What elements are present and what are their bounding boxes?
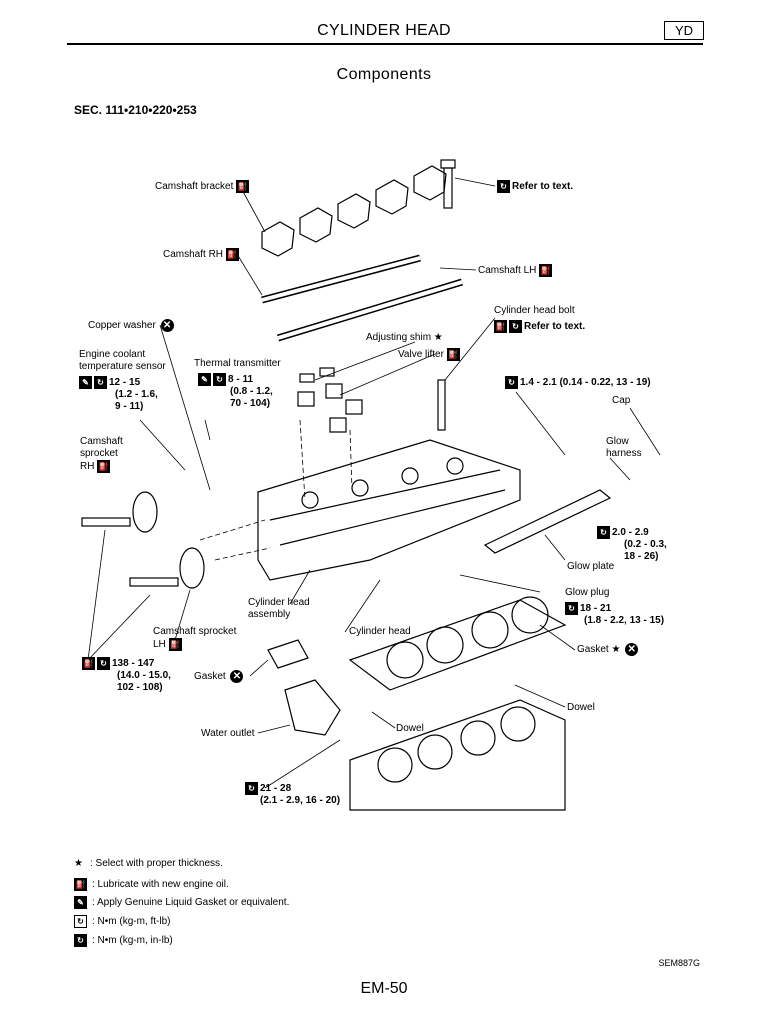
legend-item-oil: ⛽: Lubricate with new engine oil. — [74, 878, 229, 891]
liquid-gasket-icon: ✎ — [74, 896, 87, 909]
oil-can-icon: ⛽ — [494, 320, 507, 333]
label-adjusting-shim: Adjusting shim ★ — [366, 332, 443, 343]
label-thermal-torque: ✎↻8 - 11 — [198, 373, 253, 386]
do-not-reuse-icon: ✕ — [625, 643, 639, 656]
label-dowel-left: Dowel — [396, 723, 424, 734]
label-gasket-right: Gasket ★ ✕ — [577, 643, 639, 656]
do-not-reuse-icon: ✕ — [160, 319, 174, 332]
label-refer-to-text-1: ↻Refer to text. — [497, 180, 573, 193]
legend-item-liquid-gasket: ✎: Apply Genuine Liquid Gasket or equiva… — [74, 896, 289, 909]
torque-wrench-icon: ↻ — [565, 602, 578, 615]
torque-wrench-in-lb-icon: ↻ — [505, 376, 518, 389]
label-thermal-transmitter: Thermal transmitter — [194, 358, 281, 369]
label-water-outlet: Water outlet — [201, 728, 255, 739]
oil-can-icon: ⛽ — [74, 878, 87, 891]
torque-wrench-icon: ↻ — [74, 915, 87, 928]
label-glow-harness-torque: ↻2.0 - 2.9 — [597, 526, 649, 539]
label-water-outlet-torque: ↻21 - 28 — [245, 782, 291, 795]
label-camshaft-bracket: Camshaft bracket ⛽ — [155, 180, 250, 193]
cylinder-head-drawing — [257, 439, 521, 581]
cylinder-head-gasket-drawing — [348, 596, 567, 691]
label-glow-plug: Glow plug — [565, 587, 610, 598]
torque-wrench-icon: ↻ — [94, 376, 107, 389]
camshaft-bracket-drawing — [261, 159, 456, 257]
label-camshaft-rh: Camshaft RH ⛽ — [163, 248, 239, 261]
cylinder-block-drawing — [349, 699, 566, 811]
label-valve-lifter: Valve lifter ⛽ — [398, 348, 460, 361]
label-cylinder-head: Cylinder head — [349, 626, 411, 637]
label-sprocket-torque: ⛽↻138 - 147 — [82, 657, 155, 670]
label-dowel-right: Dowel — [567, 702, 595, 713]
label-glow-plate: Glow plate — [567, 561, 615, 572]
torque-wrench-icon: ↻ — [245, 782, 258, 795]
label-glow-plug-torque: ↻18 - 21 — [565, 602, 611, 615]
leader-lines — [87, 177, 661, 789]
label-gasket-left: Gasket ✕ — [194, 670, 244, 683]
valve-lifter-drawing — [297, 367, 363, 433]
oil-can-icon: ⛽ — [225, 248, 239, 261]
oil-can-icon: ⛽ — [82, 657, 95, 670]
oil-can-icon: ⛽ — [97, 460, 111, 473]
legend-item-star: ★: Select with proper thickness. — [74, 858, 223, 869]
engine-code-badge: YD — [664, 21, 704, 40]
label-copper-washer: Copper washer ✕ — [88, 319, 174, 332]
label-thermal-torque-values: (0.8 - 1.2,70 - 104) — [230, 386, 273, 409]
label-camshaft-lh: Camshaft LH ⛽ — [478, 264, 553, 277]
figure-code: SEM887G — [658, 958, 700, 968]
oil-can-icon: ⛽ — [236, 180, 250, 193]
camshaft-drawing — [261, 254, 464, 342]
torque-wrench-icon: ↻ — [509, 320, 522, 333]
page-header-title: CYLINDER HEAD — [317, 22, 451, 39]
page-number: EM-50 — [360, 980, 408, 997]
torque-wrench-icon: ↻ — [497, 180, 510, 193]
torque-wrench-icon: ↻ — [97, 657, 110, 670]
label-cap-torque: ↻1.4 - 2.1 (0.14 - 0.22, 13 - 19) — [505, 376, 651, 389]
section-title: Components — [336, 66, 432, 83]
torque-wrench-in-lb-icon: ↻ — [213, 373, 226, 386]
oil-can-icon: ⛽ — [168, 638, 182, 651]
label-ect-torque-values: (1.2 - 1.6,9 - 11) — [115, 389, 158, 412]
label-refer-to-text-2: ⛽↻Refer to text. — [494, 320, 586, 333]
header-rule — [67, 43, 703, 45]
oil-can-icon: ⛽ — [446, 348, 460, 361]
label-ect-torque: ✎↻12 - 15 — [79, 376, 140, 389]
do-not-reuse-icon: ✕ — [230, 670, 244, 683]
legend-item-torque-ft-lb: ↻: N•m (kg-m, ft-lb) — [74, 915, 171, 928]
liquid-gasket-icon: ✎ — [79, 376, 92, 389]
liquid-gasket-icon: ✎ — [198, 373, 211, 386]
label-sprocket-torque-values: (14.0 - 15.0,102 - 108) — [117, 670, 171, 693]
label-cap: Cap — [612, 395, 631, 406]
label-glow-harness-torque-values: (0.2 - 0.3,18 - 26) — [624, 539, 667, 562]
star-icon: ★ — [74, 858, 83, 869]
camshaft-sprocket-drawing — [81, 491, 205, 589]
oil-can-icon: ⛽ — [539, 264, 553, 277]
legend-item-torque-in-lb: ↻: N•m (kg-m, in-lb) — [74, 934, 173, 947]
torque-wrench-icon: ↻ — [597, 526, 610, 539]
label-water-outlet-torque-values: (2.1 - 2.9, 16 - 20) — [260, 795, 341, 806]
section-reference: SEC. 111•210•220•253 — [74, 103, 197, 117]
torque-wrench-in-lb-icon: ↻ — [74, 934, 87, 947]
label-cylinder-head-bolt: Cylinder head bolt — [494, 305, 575, 316]
label-glow-plug-torque-values: (1.8 - 2.2, 13 - 15) — [584, 615, 665, 626]
